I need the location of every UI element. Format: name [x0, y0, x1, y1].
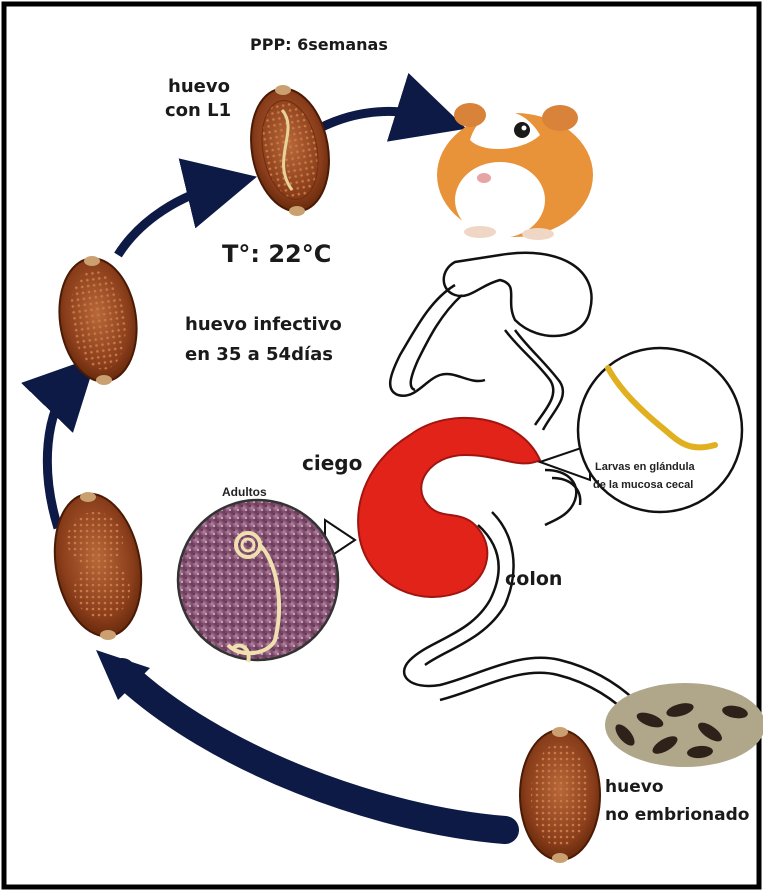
arrow-infective-to-l1 [118, 185, 222, 255]
egg-l1 [242, 82, 338, 217]
huevo-l1-label-line1: huevo [168, 76, 230, 97]
infective-label-line1: huevo infectivo [185, 314, 342, 335]
arrow-l1-to-host [320, 111, 432, 128]
huevo-l1-label-line2: con L1 [165, 100, 231, 121]
ciego-label: ciego [302, 451, 362, 475]
temperature-label: T°: 22°C [222, 240, 331, 268]
adultos-label: Adultos [222, 485, 267, 499]
arrow-unembryonated-to-embryonated [122, 672, 505, 830]
cycle-arrows [47, 111, 505, 830]
unembryonated-label-line1: huevo [605, 777, 664, 797]
larvas-label-line1: Larvas en glándula [595, 461, 696, 473]
adults-magnifier [178, 500, 355, 662]
egg-unembryonated [520, 727, 600, 863]
egg-embryonated [44, 487, 152, 643]
egg-infective [52, 253, 145, 386]
ppp-label: PPP: 6semanas [250, 35, 388, 54]
feces-sample [605, 683, 763, 767]
colon-label: colon [505, 568, 562, 590]
infective-label-line2: en 35 a 54días [185, 344, 333, 365]
guinea-pig-host [437, 103, 593, 240]
larvas-label-line2: de la mucosa cecal [593, 479, 693, 491]
unembryonated-label-line2: no embrionado [605, 805, 749, 825]
